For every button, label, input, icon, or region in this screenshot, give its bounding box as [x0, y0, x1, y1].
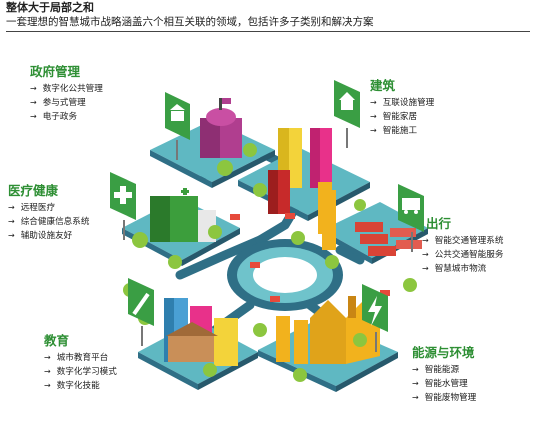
house-icon	[334, 80, 360, 148]
pencil-icon	[128, 278, 154, 346]
lightning-icon	[362, 284, 388, 352]
category-title: 建筑	[370, 78, 396, 93]
category-item: 电子政务	[30, 110, 103, 124]
category-item: 智能能源	[412, 363, 476, 377]
category-title: 医疗健康	[8, 183, 59, 198]
government-building	[200, 98, 242, 158]
cars	[230, 213, 390, 302]
category-title: 政府管理	[30, 64, 81, 79]
page-subtitle: 一套理想的智慧城市战略涵盖六个相互关联的领域，包括许多子类别和解决方案	[6, 16, 374, 28]
category-item: 智能家居	[370, 110, 434, 124]
central-tower	[322, 190, 336, 250]
category-item-list: 互联设施管理 智能家居 智能施工	[370, 96, 435, 138]
category-item: 辅助设施友好	[8, 229, 89, 243]
government-building-icon	[165, 92, 190, 160]
header: 整体大于局部之和 一套理想的智慧城市战略涵盖六个相互关联的领域，包括许多子类别和…	[6, 0, 530, 32]
category-education: 教育 城市教育平台 数字化学习模式 数字化技能	[44, 333, 117, 393]
category-title: 教育	[44, 333, 70, 348]
category-item-list: 城市教育平台 数字化学习模式 数字化技能	[44, 351, 117, 393]
category-item: 智能水管理	[412, 377, 476, 391]
category-energy: 能源与环境 智能能源 智能水管理 智能废物管理	[412, 345, 476, 405]
category-item: 智能施工	[370, 124, 434, 138]
category-building: 建筑 互联设施管理 智能家居 智能施工	[370, 78, 434, 138]
category-item-list: 数字化公共管理 参与式管理 电子政务	[30, 82, 103, 124]
category-item: 数字化公共管理	[30, 82, 103, 96]
bus-icon	[398, 184, 424, 252]
category-item: 互联设施管理	[370, 96, 435, 110]
category-item: 参与式管理	[30, 96, 103, 110]
bus-fleet	[355, 222, 422, 256]
category-item-list: 智能交通管理系统 公共交通智能服务 智慧城市物流	[422, 234, 504, 276]
category-item: 综合健康信息系统	[8, 215, 90, 229]
roundabout	[227, 239, 343, 311]
category-item: 数字化技能	[44, 379, 117, 393]
medical-cross-icon	[110, 172, 136, 240]
page-title: 整体大于局部之和	[6, 1, 94, 14]
category-title: 能源与环境	[412, 345, 475, 360]
building-towers	[268, 128, 332, 234]
category-item: 远程医疗	[8, 201, 89, 215]
category-item: 智能交通管理系统	[422, 234, 504, 248]
category-item: 智慧城市物流	[422, 262, 503, 276]
category-title: 出行	[426, 216, 452, 231]
header-divider	[6, 31, 530, 32]
category-mobility: 出行 智能交通管理系统 公共交通智能服务 智慧城市物流	[426, 216, 503, 276]
category-government: 政府管理 数字化公共管理 参与式管理 电子政务	[30, 64, 103, 124]
hospital-building	[150, 186, 216, 242]
category-item: 数字化学习模式	[44, 365, 117, 379]
category-item-list: 远程医疗 综合健康信息系统 辅助设施友好	[8, 201, 90, 243]
category-item: 智能废物管理	[412, 391, 477, 405]
category-item-list: 智能能源 智能水管理 智能废物管理	[412, 363, 477, 405]
category-item: 城市教育平台	[44, 351, 117, 365]
category-item: 公共交通智能服务	[422, 248, 504, 262]
category-health: 医疗健康 远程医疗 综合健康信息系统 辅助设施友好	[8, 183, 89, 243]
school-building	[164, 298, 238, 366]
